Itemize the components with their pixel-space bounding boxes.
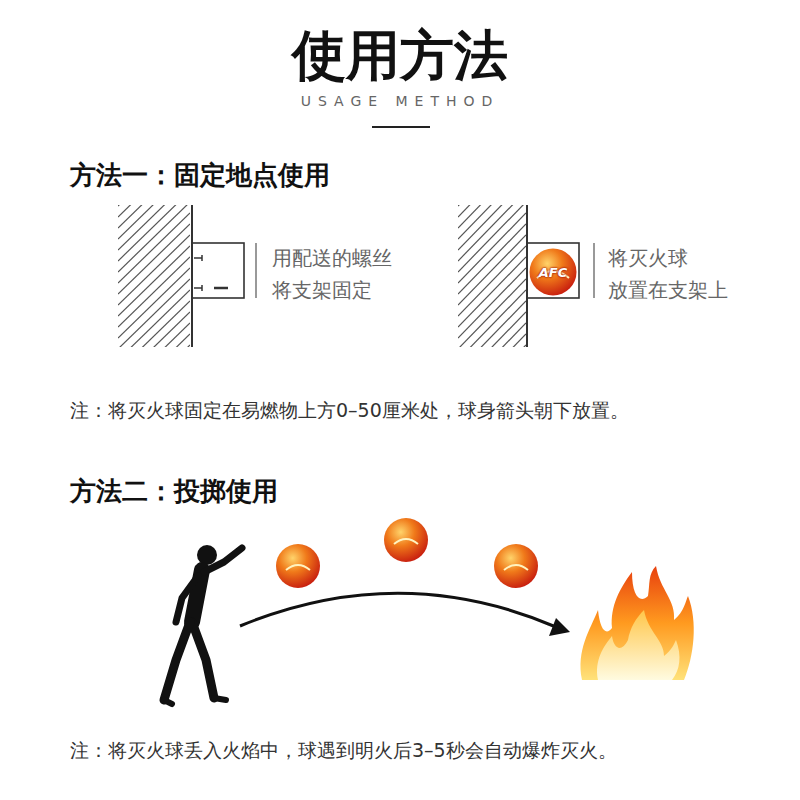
bracket <box>192 243 244 298</box>
wall-hatching <box>118 205 190 347</box>
thrown-ball <box>276 518 538 588</box>
callout-text: 将灭火球 放置在支架上 <box>608 242 728 306</box>
extinguisher-ball: AFC <box>529 248 577 296</box>
screw-marks <box>194 255 228 291</box>
fire <box>581 566 694 680</box>
note: 注：将灭火球固定在易燃物上方0–50厘米处，球身箭头朝下放置。 <box>70 398 629 424</box>
arrowhead <box>549 618 570 636</box>
ball-logo: AFC <box>539 265 567 280</box>
callout-text: 用配送的螺丝 将支架固定 <box>272 242 392 306</box>
callout-bracket <box>255 243 256 298</box>
callout-bracket <box>593 243 594 298</box>
section-heading: 方法一：固定地点使用 <box>70 158 330 193</box>
throw-arc <box>240 593 556 627</box>
bracket <box>527 243 579 298</box>
wall-hatching <box>458 205 526 347</box>
subtitle: USAGE METHOD <box>0 93 800 109</box>
section-heading: 方法二：投掷使用 <box>70 474 278 509</box>
page-title: 使用方法 <box>0 20 800 93</box>
title-rule <box>372 126 430 128</box>
thrower-figure <box>164 545 242 704</box>
note: 注：将灭火球丢入火焰中，球遇到明火后3–5秒会自动爆炸灭火。 <box>70 738 617 764</box>
